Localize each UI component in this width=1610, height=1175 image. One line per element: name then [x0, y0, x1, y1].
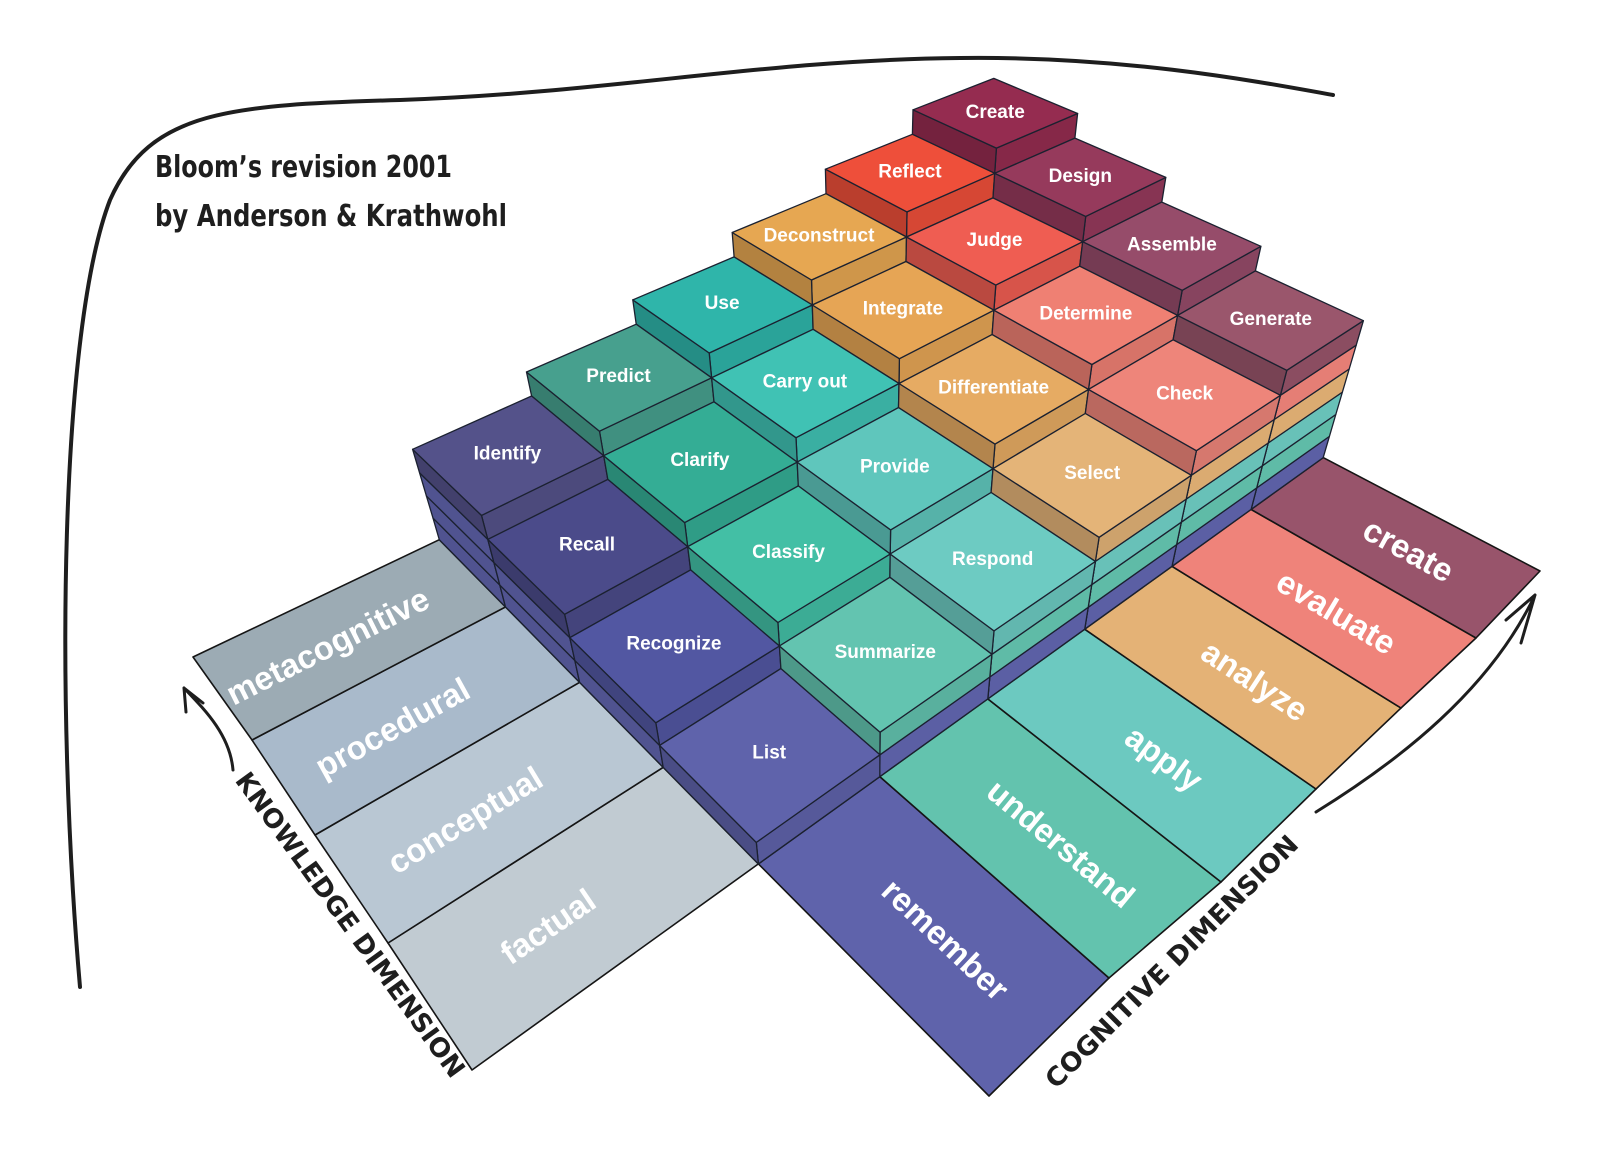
block-top-face — [569, 569, 781, 724]
block-verb-label: Use — [705, 293, 740, 314]
block-verb-label: Select — [1064, 463, 1121, 484]
floor-strips: factualconceptualproceduralmetacognitive… — [192, 456, 1541, 1097]
block-verb-label: Generate — [1230, 309, 1312, 330]
block-top-face — [1176, 270, 1365, 371]
block-verb-label: Identify — [474, 444, 542, 465]
block-verb-label: Provide — [860, 457, 930, 478]
block-verb-label: Carry out — [763, 372, 848, 393]
block-top-face — [487, 478, 689, 615]
block-top-face — [1087, 339, 1282, 452]
block-top-face — [710, 328, 900, 439]
block-top-face — [658, 667, 881, 844]
block-top-face — [796, 406, 994, 531]
block-top-face — [889, 491, 1097, 632]
block-list: List — [658, 667, 881, 865]
title-line-1: Bloom’s revision 2001 — [155, 150, 452, 185]
block-verb-label: Deconstruct — [764, 225, 876, 246]
frame-curve — [63, 55, 1335, 989]
block-verb-label: Check — [1156, 383, 1213, 404]
title-line-2: by Anderson & Krathwohl — [155, 199, 507, 234]
block-top-face — [731, 193, 908, 281]
block-top-face — [603, 401, 798, 524]
block-verb-label: Assemble — [1127, 235, 1217, 256]
block-top-face — [632, 256, 813, 354]
block-verb-label: List — [752, 742, 786, 763]
block-top-face — [905, 197, 1084, 286]
block-verb-label: Recognize — [626, 634, 721, 655]
block-verb-label: Respond — [952, 549, 1033, 570]
knowledge-arrow-icon — [182, 686, 235, 772]
cognitive-arrow-icon — [1314, 593, 1537, 814]
block-verb-label: Predict — [586, 366, 651, 387]
block-top-face — [824, 133, 996, 213]
block-verb-label: Differentiate — [938, 377, 1049, 398]
block-verb-label: Recall — [559, 534, 615, 555]
block-verb-label: Design — [1049, 166, 1112, 187]
block-verb-label: Clarify — [670, 450, 730, 471]
block-verb-label: Summarize — [835, 642, 936, 663]
block-verb-label: Determine — [1039, 304, 1132, 325]
block-top-face — [993, 265, 1179, 366]
block-top-face — [687, 485, 891, 624]
block-top-face — [912, 77, 1079, 149]
block-verb-label: Classify — [752, 542, 825, 563]
block-top-face — [811, 260, 995, 360]
block-top-face — [992, 412, 1192, 538]
block-verb-label: Create — [966, 102, 1025, 123]
block-verb-label: Reflect — [878, 162, 942, 183]
block-top-face — [898, 333, 1090, 445]
block-top-face — [1082, 201, 1262, 291]
block-top-face — [994, 137, 1167, 218]
block-top-face — [778, 576, 993, 733]
block-verb-label: Integrate — [863, 298, 943, 319]
block-verb-label: Judge — [967, 230, 1023, 251]
block-top-face — [525, 323, 713, 432]
block-top-face — [411, 395, 605, 517]
